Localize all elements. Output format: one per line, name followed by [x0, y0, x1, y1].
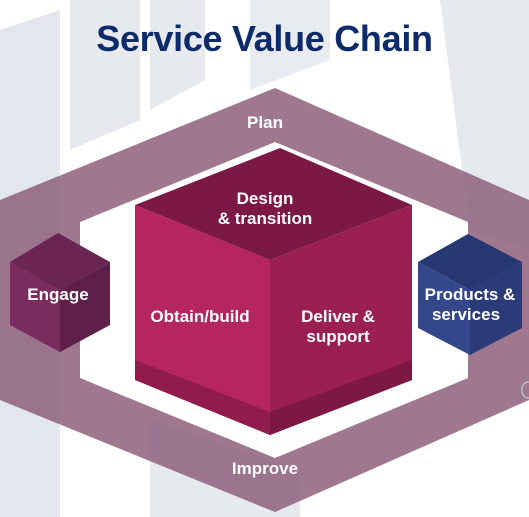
- improve-label: Improve: [232, 459, 298, 478]
- products-services-cube: [418, 234, 522, 355]
- design-label-line2: & transition: [218, 209, 312, 228]
- engage-cube: [10, 233, 110, 352]
- products-label-line2: services: [432, 305, 500, 324]
- obtain-build-label: Obtain/build: [150, 307, 249, 326]
- products-label-line1: Products &: [425, 285, 516, 304]
- ring-glyph: [521, 381, 529, 399]
- plan-label: Plan: [247, 113, 283, 132]
- deliver-label-line1: Deliver &: [301, 307, 375, 326]
- engage-label: Engage: [27, 285, 88, 304]
- design-label-line1: Design: [237, 189, 294, 208]
- deliver-label-line2: support: [306, 327, 370, 346]
- page-title: Service Value Chain: [96, 18, 433, 59]
- central-cube: [135, 148, 412, 435]
